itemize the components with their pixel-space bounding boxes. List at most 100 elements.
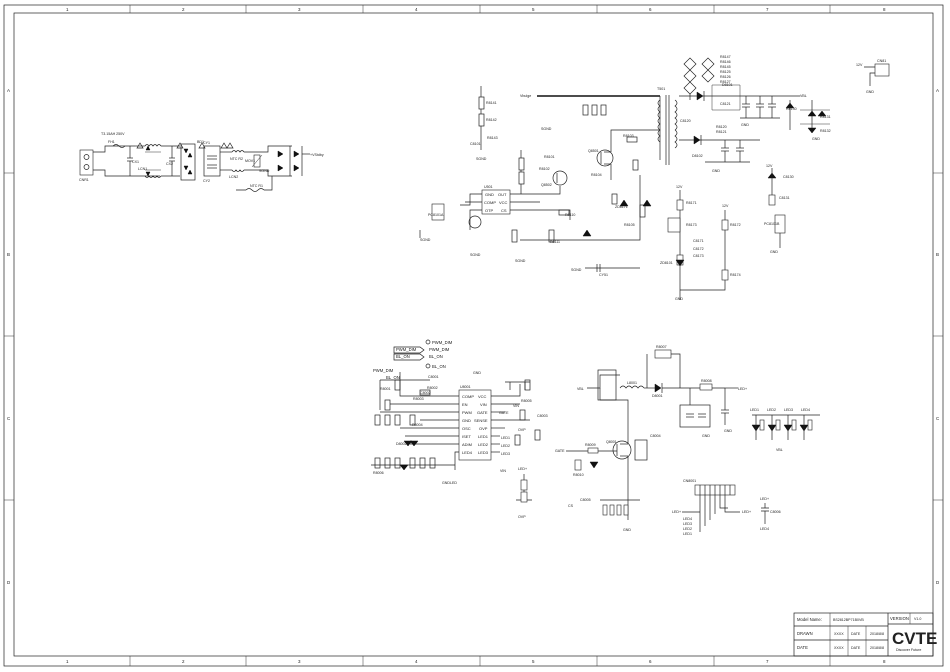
row-label-left-d: D <box>7 580 11 585</box>
opto-pc8101a <box>431 203 445 221</box>
bl-on-port <box>393 353 425 361</box>
gnd-led-driver-label: GND <box>473 371 481 375</box>
vstdby-label: +VStdby <box>310 153 324 157</box>
gnd-boost2-label: GND <box>724 429 732 433</box>
fuse-symbol <box>112 144 126 148</box>
gnd-fb-label: GND <box>675 297 683 301</box>
r8132-label: R8132 <box>820 129 831 133</box>
cn-pin-led1-label: LED1 <box>683 532 692 536</box>
pwm-dim-out-label: PWM_DIM <box>429 347 450 352</box>
tl431-symbol <box>675 259 685 267</box>
vbl-label: VBL <box>800 94 807 98</box>
col-label-top-4: 4 <box>415 7 418 12</box>
d8001-label: D8001 <box>652 394 663 398</box>
title-block: Model Name: BS2812BP71B0VB VERSION V1.0 … <box>793 612 937 657</box>
l8001-label: L8001 <box>627 381 637 385</box>
r8171-label: R8171 <box>686 201 697 205</box>
c8005-label: C8005 <box>580 498 591 502</box>
cn-pin-led-plus-label: LED+ <box>672 510 681 514</box>
vin-bottom-label: VIN <box>500 469 506 473</box>
led-driver-passives <box>374 379 541 469</box>
boost-inductor-frame <box>597 369 617 401</box>
choke1-label: LCN1 <box>138 167 147 171</box>
u501-pin-otp: OTP <box>485 208 494 213</box>
r8007-label: R8007 <box>656 345 667 349</box>
u501-pin-comp: COMP <box>484 200 496 205</box>
c8171-label: C8171 <box>693 239 704 243</box>
sgnd-ctrl2-label: SGND <box>470 253 481 257</box>
c8002-label: C8002 <box>420 391 431 395</box>
checked-date-value: 2018/8/8 <box>870 646 884 650</box>
drawn-date-label: DATE <box>851 632 861 636</box>
ovp-pin-label: OVP <box>518 428 526 432</box>
ntc-label: NTC R1 <box>250 184 263 188</box>
c8173-label: C8173 <box>693 254 704 258</box>
ac-connector-label: CNR1 <box>79 178 89 182</box>
col-label-bottom-5: 5 <box>532 659 535 664</box>
gnd-out2-label: GND <box>812 137 820 141</box>
cy2-label: CY2 <box>203 179 210 183</box>
r8002-label: R8002 <box>427 386 438 390</box>
u8001-pin-pwm: PWM <box>462 410 472 415</box>
choke-lcn2 <box>231 150 245 153</box>
secondary-diode-2 <box>693 135 701 145</box>
r8141-label: R8141 <box>486 101 497 105</box>
col-label-top-8: 8 <box>883 7 886 12</box>
r8126-label: R8126 <box>720 75 731 79</box>
primary-resistors <box>478 96 646 243</box>
led-string-3-label: LED3 <box>784 408 793 412</box>
bl-on-out-label: BL_ON <box>429 354 443 359</box>
col-label-bottom-8: 8 <box>883 659 886 664</box>
c8003-label: C8003 <box>537 414 548 418</box>
led3-pin-label: LED3 <box>501 452 510 456</box>
u8001-pin-en: EN <box>462 402 468 407</box>
r8105-label: R8105 <box>624 223 635 227</box>
r8003-label: R8003 <box>413 397 424 401</box>
r8125-label: R8125 <box>720 70 731 74</box>
u501-pin-cs: CS <box>501 208 507 213</box>
r8145-label: R8145 <box>720 65 731 69</box>
pwm-dim-left-label: PWM_DIM <box>373 368 394 373</box>
col-label-bottom-1: 1 <box>66 659 69 664</box>
zd8171-label: ZD8171 <box>615 205 628 209</box>
bl-on-left-label: BL_ON <box>386 375 400 380</box>
u8001-pin-led4: LED4 <box>462 450 473 455</box>
r8142-label: R8142 <box>486 118 497 122</box>
input-output-diodes <box>277 146 303 176</box>
transformer-label: T501 <box>657 87 665 91</box>
led-string-2-label: LED2 <box>767 408 776 412</box>
row-label-right-d: D <box>936 580 940 585</box>
r8005-label: R8005 <box>521 399 532 403</box>
r8120-label: R8120 <box>716 125 727 129</box>
u8001-pin-comp: COMP <box>462 394 474 399</box>
u8001-pin-iset: ISET <box>462 434 471 439</box>
boost-inductor <box>619 385 645 389</box>
row-label-right-a: A <box>936 88 939 93</box>
u8001-pin-led1: LED1 <box>478 434 489 439</box>
r8102-label: R8102 <box>539 167 550 171</box>
q8001-label: Q8001 <box>606 440 617 444</box>
vbl-led-label: VBL <box>776 448 783 452</box>
sgnd-mid-label: SGND <box>476 157 487 161</box>
bridge-rectifier <box>145 143 196 181</box>
gate-node-label: GATE <box>555 449 565 453</box>
col-label-bottom-2: 2 <box>182 659 185 664</box>
led-driver-ic-u8001 <box>458 389 492 461</box>
r8147-label: R8147 <box>720 55 731 59</box>
vin-label: VIN <box>513 404 519 408</box>
cn8001-label: CN8001 <box>683 479 696 483</box>
r8001-label: R8001 <box>380 387 391 391</box>
u8001-pin-vin: VIN <box>480 402 487 407</box>
led1-pin-label: LED1 <box>501 436 510 440</box>
c8001-label: C8001 <box>428 375 439 379</box>
r8127-label: R8127 <box>720 80 731 84</box>
date-value: XXXX <box>834 646 844 650</box>
led-plus-ovp-label: LED+ <box>518 467 527 471</box>
drawn-label: DRAWN <box>797 631 813 636</box>
col-label-top-6: 6 <box>649 7 652 12</box>
output-connector <box>874 63 890 77</box>
output-zener-cluster <box>785 100 830 134</box>
r8006-label: R8006 <box>373 471 384 475</box>
u8001-pin-vcc: VCC <box>478 394 487 399</box>
